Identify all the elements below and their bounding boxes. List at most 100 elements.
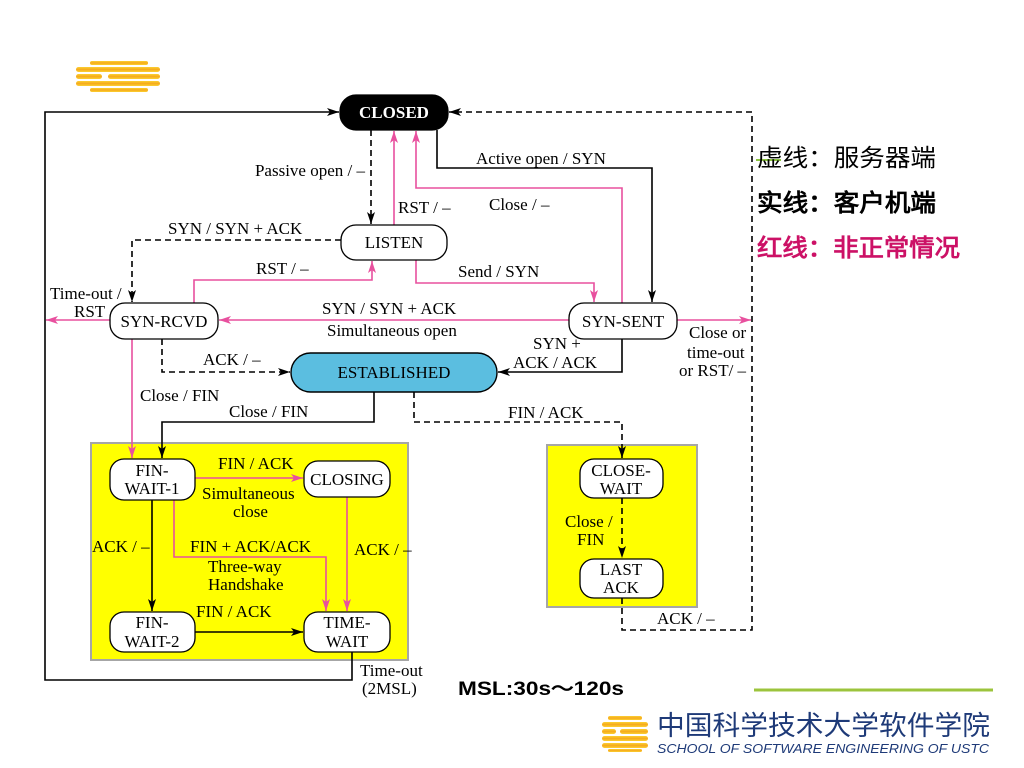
transition-fin-wait-1-ack: ACK / – [92, 500, 156, 611]
state-time-wait: TIME- WAIT [303, 611, 391, 653]
transition-syn-rcvd-timeout: Time-out / RST [46, 284, 122, 324]
transition-established-fin-label: FIN / ACK [508, 403, 584, 422]
transition-syn-rcvd-rst: RST / – [193, 259, 376, 303]
transition-send-syn-arrow [415, 260, 598, 302]
transition-simultaneous-open: SYN / SYN + ACK Simultaneous open [219, 299, 569, 340]
transition-timeout-2msl: Time-out (2MSL) [44, 108, 423, 698]
transition-syn-sent-to-established-label: ACK / ACK [513, 353, 598, 372]
state-closed: CLOSED [339, 94, 449, 131]
transition-simultaneous-close-label: close [233, 502, 268, 521]
transition-fin-wait-2-fin-label: FIN / ACK [196, 602, 272, 621]
transition-simultaneous-open-label: SYN / SYN + ACK [322, 299, 457, 318]
transition-close-wait-close-label: Close / [565, 512, 613, 531]
state-established: ESTABLISHED [290, 352, 498, 393]
transition-three-way-handshake-label: Three-way [208, 557, 282, 576]
legend-dashed-server: 虚线：服务器端 [757, 144, 936, 172]
transition-listen-syn: SYN / SYN + ACK [128, 219, 341, 302]
transition-passive-open-label: Passive open / – [255, 161, 366, 180]
state-fin-wait-1: FIN- WAIT-1 [109, 458, 196, 501]
transition-syn-rcvd-ack-arrow [161, 339, 290, 376]
transition-syn-rcvd-timeout-label: RST [74, 302, 106, 321]
transition-last-ack-ack-label: ACK / – [657, 609, 715, 628]
transition-syn-sent-abort: Close or time-out or RST/ – [677, 316, 751, 380]
state-syn-sent-label: SYN-SENT [582, 312, 665, 331]
footer-logo-icon [602, 716, 648, 752]
transition-three-way-handshake-label: Handshake [208, 575, 284, 594]
transition-simultaneous-close-label: Simultaneous [202, 484, 295, 503]
state-last-ack-box [579, 558, 664, 599]
state-listen-label: LISTEN [365, 233, 424, 252]
transition-active-open-arrow [436, 130, 656, 302]
header-logo-icon [76, 61, 160, 92]
state-fin-wait-1-label: WAIT-1 [124, 479, 179, 498]
state-last-ack-label: ACK [603, 578, 640, 597]
transition-syn-sent-abort-label: time-out [687, 343, 745, 362]
state-syn-rcvd: SYN-RCVD [109, 302, 219, 340]
state-established-label: ESTABLISHED [338, 363, 451, 382]
state-closing: CLOSING [303, 460, 391, 498]
transition-listen-syn-label: SYN / SYN + ACK [168, 219, 303, 238]
transition-active-open-label: Active open / SYN [476, 149, 606, 168]
transition-fin-wait-2-fin: FIN / ACK [195, 602, 303, 636]
legend: 虚线：服务器端 实线：客户机端 红线：非正常情况 [756, 144, 960, 262]
transition-last-ack-ack-arrow [449, 108, 753, 631]
state-fin-wait-2: FIN- WAIT-2 [109, 611, 196, 653]
transition-active-open: Active open / SYN [436, 130, 656, 302]
transition-syn-sent-close-arrow [412, 131, 623, 303]
transition-fin-wait-1-ack-label: ACK / – [92, 537, 150, 556]
state-close-wait: CLOSE- WAIT [579, 458, 664, 499]
transition-syn-rcvd-close: Close / FIN [128, 339, 219, 458]
transition-listen-syn-arrow [128, 239, 341, 302]
state-time-wait-box [303, 611, 391, 653]
state-time-wait-label: TIME- [323, 613, 371, 632]
state-syn-rcvd-box [109, 302, 219, 340]
state-syn-rcvd-label: SYN-RCVD [121, 312, 208, 331]
transition-last-ack-ack: ACK / – [449, 108, 753, 631]
msl-note: MSL:30s～120s [458, 679, 624, 700]
transition-simultaneous-open-label: Simultaneous open [327, 321, 457, 340]
transition-syn-sent-close: Close / – [412, 131, 623, 303]
transition-closing-ack: ACK / – [343, 497, 412, 611]
transition-listen-rst-label: RST / – [398, 198, 451, 217]
legend-red-abnormal: 红线：非正常情况 [757, 233, 960, 262]
state-syn-sent-box [568, 302, 678, 340]
state-time-wait-label: WAIT [326, 632, 369, 651]
footer-school-name-cn: 中国科学技术大学软件学院 [657, 711, 990, 742]
transition-syn-rcvd-rst-arrow [193, 261, 376, 303]
state-closed-label: CLOSED [359, 103, 429, 122]
transition-three-way-handshake: FIN + ACK/ACK Three-way Handshake [173, 500, 330, 611]
state-established-box [290, 352, 498, 393]
transition-established-fin: FIN / ACK [413, 392, 626, 458]
state-closed-box [339, 94, 449, 131]
transition-established-close-arrow [158, 392, 375, 458]
transition-syn-rcvd-rst-label: RST / – [256, 259, 309, 278]
transition-simultaneous-close-label: FIN / ACK [218, 454, 294, 473]
state-fin-wait-2-box [109, 611, 196, 653]
transition-close-wait-close: Close / FIN [565, 498, 626, 558]
transition-established-fin-arrow [413, 392, 626, 458]
state-syn-sent: SYN-SENT [568, 302, 678, 340]
transition-timeout-2msl-label: (2MSL) [362, 679, 417, 698]
transition-syn-sent-abort-label: or RST/ – [679, 361, 747, 380]
transition-listen-rst: RST / – [390, 131, 451, 225]
transition-syn-rcvd-timeout-label: Time-out / [50, 284, 122, 303]
transition-closing-ack-label: ACK / – [354, 540, 412, 559]
transition-three-way-handshake-arrow [173, 500, 330, 611]
transition-send-syn-label: Send / SYN [458, 262, 539, 281]
transition-syn-sent-to-established-arrow [498, 339, 623, 376]
transition-established-close: Close / FIN [158, 392, 375, 458]
legend-solid-client: 实线：客户机端 [757, 188, 936, 217]
state-close-wait-box [579, 458, 664, 499]
state-closing-box [303, 460, 391, 498]
state-close-wait-label: WAIT [600, 479, 643, 498]
transition-syn-rcvd-close-label: Close / FIN [140, 386, 219, 405]
transition-syn-sent-to-established: SYN + ACK / ACK [498, 334, 623, 376]
state-listen: LISTEN [340, 224, 448, 261]
transition-syn-sent-close-label: Close / – [489, 195, 550, 214]
state-fin-wait-2-label: WAIT-2 [124, 632, 179, 651]
transition-syn-rcvd-ack: ACK / – [161, 339, 290, 376]
transition-passive-open: Passive open / – [255, 130, 375, 224]
state-listen-box [340, 224, 448, 261]
